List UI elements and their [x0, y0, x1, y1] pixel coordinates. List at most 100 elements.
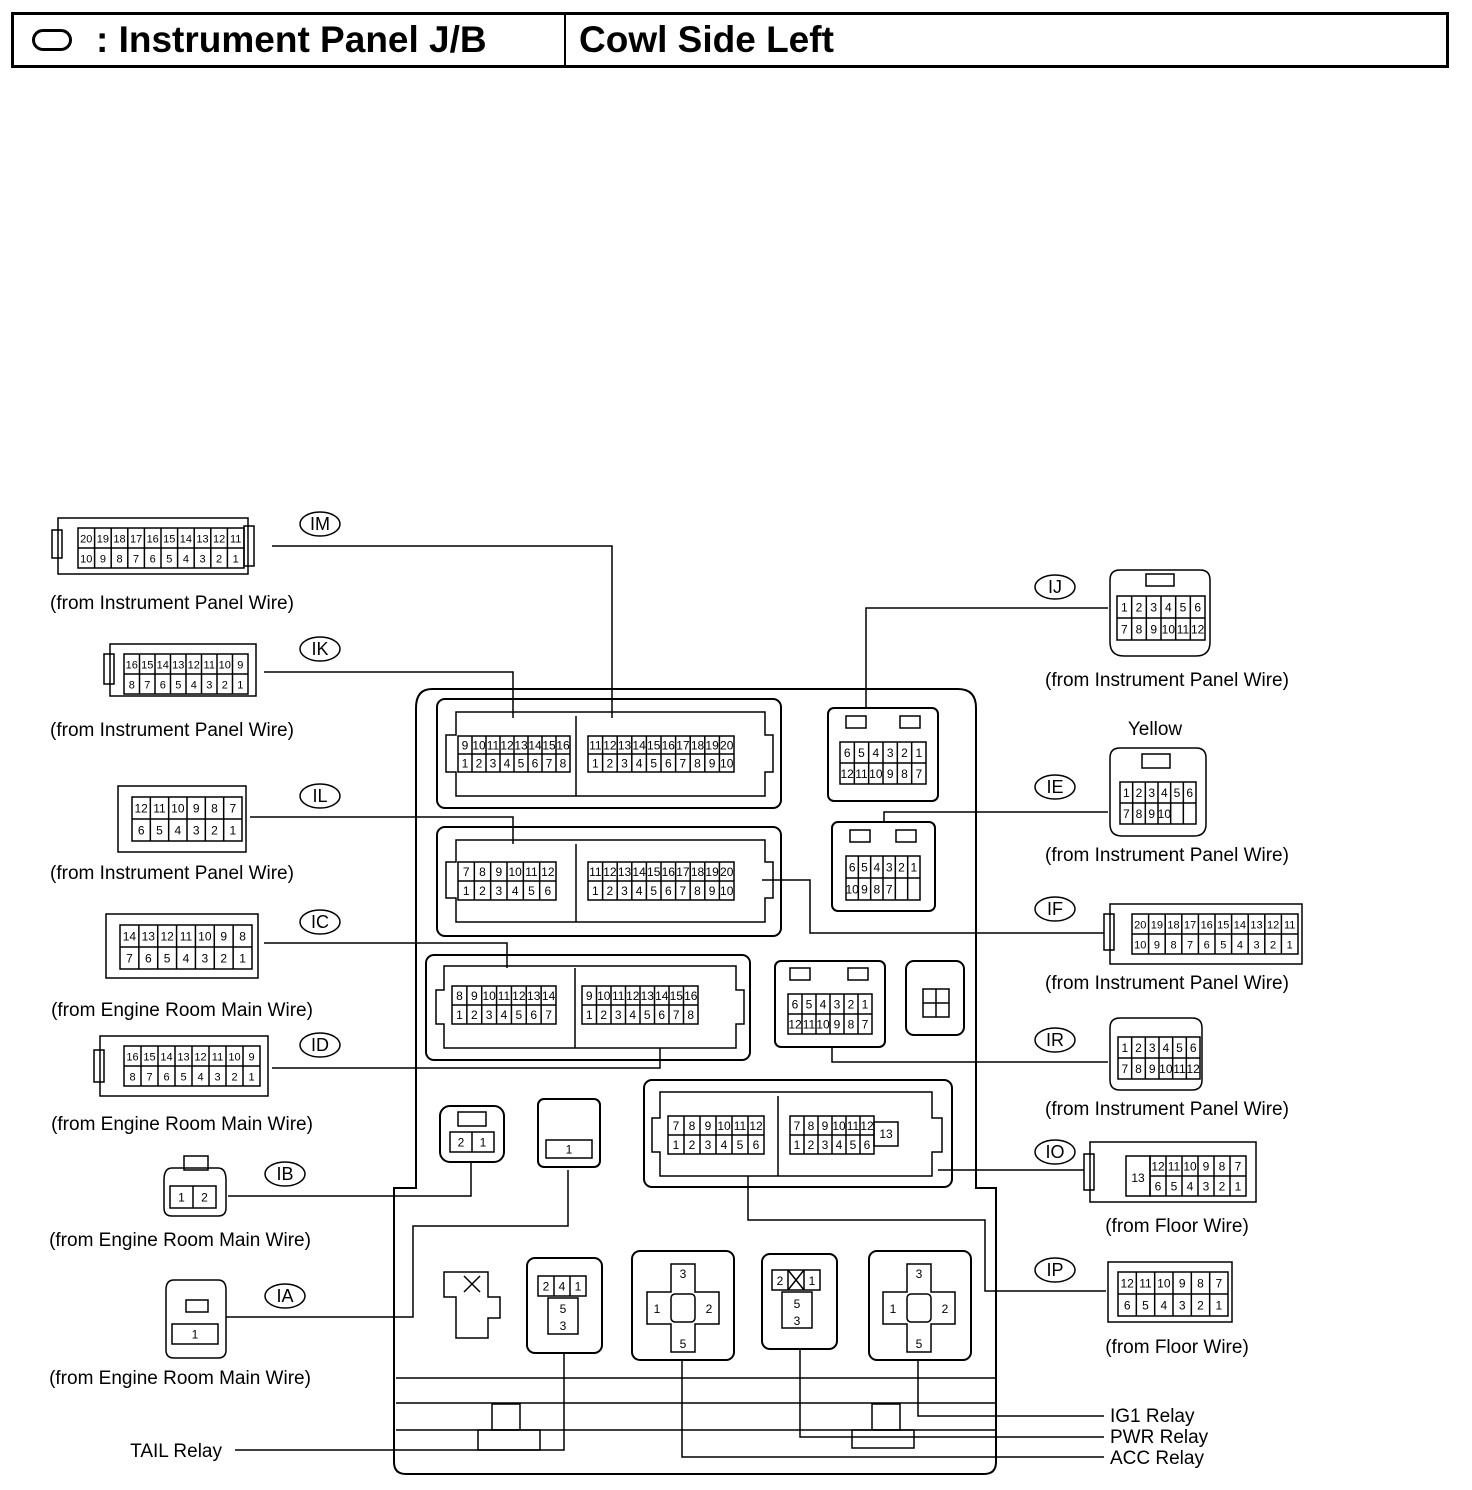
socket-ij-key — [845, 715, 867, 729]
connector-id-pin: 11 — [212, 1052, 223, 1064]
socket-if-pin: 4 — [636, 884, 643, 898]
connector-if-pin: 8 — [1170, 940, 1176, 952]
socket-id-pin: 15 — [670, 989, 684, 1003]
socket-il-pin: 9 — [495, 865, 502, 879]
socket-ir-pin: 2 — [848, 998, 855, 1012]
connector-ia-grid — [171, 1323, 219, 1345]
socket-ip-pin: 9 — [705, 1119, 712, 1133]
connector-if-pin: 16 — [1201, 920, 1213, 932]
socket-ic-pin: 7 — [545, 1008, 552, 1022]
connector-im-pin: 9 — [100, 554, 106, 566]
socket-if-pin: 14 — [632, 865, 646, 879]
ig1-relay-pin: 5 — [916, 1337, 923, 1351]
leader-pwr-relay — [799, 1349, 1104, 1438]
connector-ir-pin: 8 — [1135, 1062, 1142, 1076]
connector-il-pin: 2 — [211, 824, 218, 838]
socket-ik-pin: 16 — [556, 739, 570, 753]
connector-id-body — [99, 1035, 269, 1097]
socket-im-pin: 7 — [680, 757, 687, 771]
connector-ik-pin: 4 — [191, 680, 197, 692]
connector-ir-pin: 5 — [1176, 1041, 1183, 1055]
socket-ir-pin: 3 — [834, 998, 841, 1012]
connector-id-source: (from Engine Room Main Wire) — [51, 1114, 313, 1135]
acc-relay-pin: 5 — [680, 1337, 687, 1351]
socket-ik-pin: 10 — [472, 739, 486, 753]
connector-id-pin: 3 — [214, 1072, 220, 1084]
connector-io-pin: 11 — [1168, 1160, 1181, 1174]
connector-ie-pin: 6 — [1186, 786, 1193, 800]
socket-ip-pin: 2 — [689, 1138, 696, 1152]
connector-im-tag — [299, 511, 341, 537]
socket-ic-pin: 8 — [456, 989, 463, 1003]
connector-ik-pin: 16 — [126, 660, 138, 672]
connector-ij-pin: 9 — [1150, 623, 1157, 637]
connector-ik-pin: 13 — [172, 660, 184, 672]
socket-id-pin: 11 — [612, 989, 625, 1003]
connector-ic-pin: 10 — [198, 930, 212, 944]
socket-ir-pin: 4 — [820, 998, 827, 1012]
connector-im-pin: 13 — [196, 534, 208, 546]
connector-ij-pin: 10 — [1162, 623, 1176, 637]
leader-ir — [831, 1047, 1108, 1063]
connector-ij-pin: 12 — [1191, 623, 1205, 637]
socket-ic-pin: 5 — [516, 1008, 523, 1022]
connector-il-source: (from Instrument Panel Wire) — [50, 863, 294, 884]
socket-ib-pin: 2 — [458, 1136, 465, 1150]
ig1-relay-label: IG1 Relay — [1110, 1406, 1195, 1427]
socket-im-pin: 20 — [720, 739, 734, 753]
tail-relay-lower — [547, 1297, 579, 1335]
connector-ik-tag — [299, 636, 341, 662]
connector-id-tag — [299, 1032, 341, 1058]
connector-io-pin: 5 — [1171, 1180, 1178, 1194]
socket-if-pin: 16 — [662, 865, 676, 879]
socket-ik-pin: 15 — [542, 739, 556, 753]
socket-id-pin: 9 — [586, 989, 593, 1003]
connector-ic-pin: 6 — [145, 952, 152, 966]
socket-ie-pin: 5 — [861, 861, 868, 875]
connector-ib-source: (from Engine Room Main Wire) — [49, 1230, 311, 1251]
connector-id-tag-label: ID — [311, 1035, 329, 1055]
header-title: : Instrument Panel J/B — [96, 19, 487, 60]
connector-ic-pin: 14 — [123, 930, 137, 944]
acc-relay-pin: 3 — [680, 1267, 687, 1281]
socket-ic-pin: 9 — [471, 989, 478, 1003]
socket-frame-mid — [436, 826, 782, 937]
connector-il-tag — [299, 783, 341, 809]
socket-frame-low — [425, 954, 751, 1061]
connector-if-pin: 9 — [1154, 940, 1160, 952]
socket-id-pin: 4 — [629, 1008, 636, 1022]
connector-ic-pin: 1 — [239, 952, 246, 966]
socket-il-pin: 8 — [479, 865, 486, 879]
socket-if-pin: 8 — [694, 884, 701, 898]
socket-io-pin: 13 — [879, 1127, 893, 1141]
socket-id-pin: 10 — [597, 989, 611, 1003]
tail-relay-pin: 4 — [559, 1280, 566, 1294]
socket-ic-pin: 13 — [527, 989, 541, 1003]
socket-io-extra-cell — [873, 1121, 899, 1147]
socket-ic-pin: 1 — [456, 1008, 463, 1022]
socket-ir-pin: 5 — [806, 998, 813, 1012]
socket-ip-pin: 4 — [721, 1138, 728, 1152]
connector-il-pin: 9 — [193, 802, 200, 816]
socket-ic-pin: 6 — [530, 1008, 537, 1022]
connector-ir-pin: 12 — [1186, 1062, 1200, 1076]
tail-relay-pin: 5 — [560, 1302, 567, 1316]
socket-ir-pin: 12 — [788, 1018, 802, 1032]
connector-ic-source: (from Engine Room Main Wire) — [51, 1000, 313, 1021]
socket-frame-ir — [774, 960, 886, 1048]
socket-ij-pin: 2 — [901, 746, 908, 760]
socket-id-pin: 16 — [684, 989, 698, 1003]
connector-ia-body — [165, 1279, 227, 1359]
connector-im-latch — [51, 529, 63, 559]
connector-ie-pin: 7 — [1123, 807, 1130, 821]
socket-if-pin: 3 — [621, 884, 628, 898]
socket-ir-key — [789, 967, 811, 981]
socket-ie-pin: 1 — [910, 861, 917, 875]
socket-ij-pin: 8 — [901, 767, 908, 781]
connector-ic-pin: 8 — [239, 930, 246, 944]
connector-if-pin: 6 — [1204, 940, 1210, 952]
connector-ik-pin: 11 — [204, 660, 215, 672]
header-location: Cowl Side Left — [579, 19, 834, 60]
connector-ie-pin: 10 — [1158, 807, 1172, 821]
connector-ic-pin: 4 — [183, 952, 190, 966]
